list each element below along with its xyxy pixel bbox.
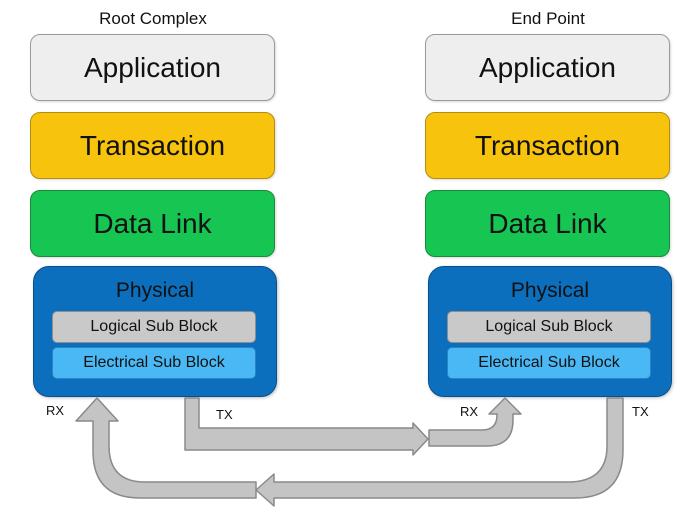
ep-rx-return-arrow [428, 397, 522, 447]
end-point-electrical-sub-block: Electrical Sub Block [447, 347, 651, 379]
root-complex-title: Root Complex [99, 9, 207, 28]
end-point-logical-sub-block: Logical Sub Block [447, 311, 651, 343]
root-complex-rx-label: RX [46, 403, 65, 418]
root-complex-logical-sub-block: Logical Sub Block [52, 311, 256, 343]
end-point-title: End Point [511, 9, 585, 28]
root-complex-stack: Root Complex Application Transaction Dat… [23, 0, 283, 410]
rc-tx-to-ep-rx-arrow [184, 397, 429, 456]
root-complex-data-link-layer: Data Link [30, 190, 275, 257]
root-complex-electrical-sub-block: Electrical Sub Block [52, 347, 256, 379]
end-point-tx-label: TX [632, 404, 649, 419]
end-point-physical-title: Physical [510, 279, 590, 302]
end-point-physical-layer: Physical Logical Sub Block Electrical Su… [428, 266, 672, 397]
root-complex-physical-title: Physical [115, 279, 195, 302]
end-point-rx-label: RX [460, 404, 479, 419]
root-complex-tx-label: TX [216, 407, 233, 422]
end-point-transaction-layer: Transaction [425, 112, 670, 179]
root-complex-physical-layer: Physical Logical Sub Block Electrical Su… [33, 266, 277, 397]
ep-tx-to-rc-rx-arrow [255, 397, 624, 507]
root-complex-transaction-layer: Transaction [30, 112, 275, 179]
root-complex-application-layer: Application [30, 34, 275, 101]
end-point-stack: End Point Application Transaction Data L… [418, 0, 678, 410]
end-point-data-link-layer: Data Link [425, 190, 670, 257]
rc-rx-return-arrow [75, 397, 257, 499]
end-point-application-layer: Application [425, 34, 670, 101]
